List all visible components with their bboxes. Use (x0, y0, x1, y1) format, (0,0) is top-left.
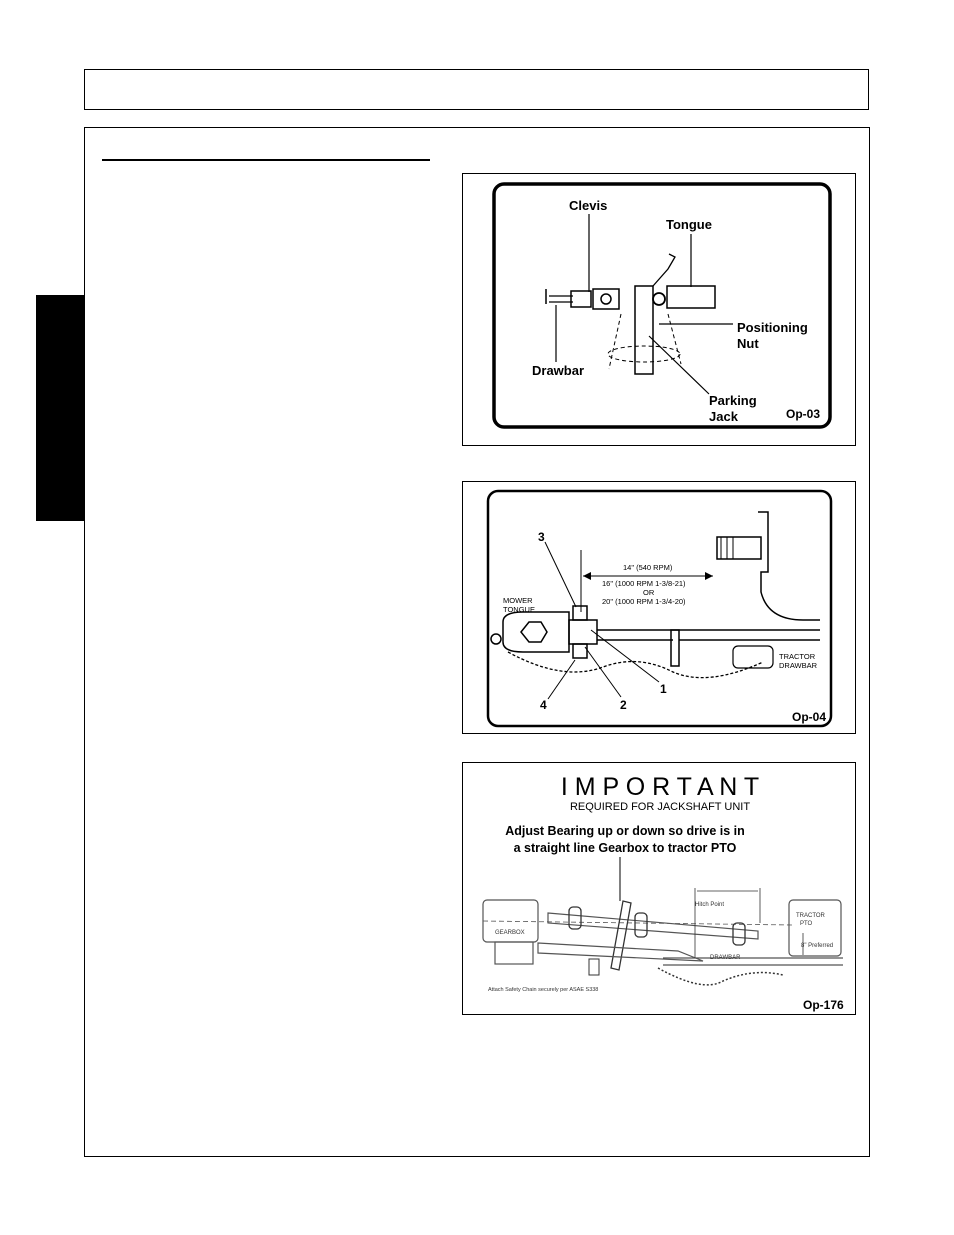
label-tractor-drawbar: DRAWBAR (779, 661, 818, 670)
clevis-part (570, 290, 592, 308)
bearing-bracket (610, 900, 632, 971)
figure-op-176-drawing: I M P O R T A N T REQUIRED FOR JACKSHAFT… (482, 773, 844, 1012)
mower-tongue-part (502, 611, 570, 653)
figure-op-03-drawing: Clevis Tongue Positioning Nut Drawbar Pa… (492, 182, 832, 429)
tongue-stand (588, 958, 600, 976)
label-tractor: TRACTOR (796, 913, 826, 919)
page-content-box (84, 127, 870, 1157)
page-header-box (84, 69, 869, 110)
label-jack: Jack (709, 409, 739, 424)
dim-arrow-left (583, 572, 591, 580)
figure-op-03: Clevis Tongue Positioning Nut Drawbar Pa… (462, 173, 856, 446)
label-drawbar: DRAWBAR (710, 955, 741, 961)
figure-op-04-frame (486, 489, 833, 728)
important-heading: I M P O R T A N T (561, 773, 759, 801)
drive-centerline (482, 920, 794, 926)
tongue-pin (490, 633, 502, 645)
callout-1-leader (590, 629, 660, 683)
label-parking: Parking (709, 393, 757, 408)
callout-3-leader (544, 541, 577, 608)
callout-2-leader (584, 646, 622, 698)
label-nut: Nut (737, 336, 759, 351)
tractor-pto (716, 536, 762, 560)
clevis-pin (600, 293, 612, 305)
label-tractor: TRACTOR (779, 652, 816, 661)
tractor-outline (758, 511, 820, 621)
hitch-bolt-top (572, 605, 588, 621)
gearbox-base (494, 941, 534, 965)
safety-chain (507, 651, 764, 679)
jack-swing-arc (607, 345, 681, 363)
section-heading-rule (102, 159, 430, 161)
callout-1: 1 (660, 682, 667, 696)
label-drawbar: Drawbar (532, 363, 584, 378)
u-joint-1 (568, 906, 582, 930)
mower-tongue (537, 942, 704, 962)
figure-op-04: 14" (540 RPM) 16" (1000 RPM 1-3/8-21) OR… (462, 481, 856, 734)
callout-3: 3 (538, 530, 545, 544)
figure-id: Op-176 (803, 998, 844, 1012)
drawbar-slot (732, 645, 774, 669)
figure-op-04-drawing: 14" (540 RPM) 16" (1000 RPM 1-3/8-21) OR… (486, 489, 833, 728)
callout-4: 4 (540, 698, 547, 712)
label-clevis: Clevis (569, 198, 607, 213)
instruction-line-1: Adjust Bearing up or down so drive is in (505, 824, 745, 838)
label-mower: MOWER (503, 596, 533, 605)
figure-op-176: I M P O R T A N T REQUIRED FOR JACKSHAFT… (462, 762, 856, 1015)
tongue-part (666, 285, 716, 309)
parking-jack-leader (648, 335, 710, 395)
label-tongue: Tongue (666, 217, 712, 232)
dim-arrow-right (705, 572, 713, 580)
u-joint-2 (634, 912, 648, 938)
figure-id: Op-04 (792, 710, 826, 724)
dim-20: 20" (1000 RPM 1-3/4-20) (602, 597, 686, 606)
dim-14: 14" (540 RPM) (623, 563, 673, 572)
figure-id: Op-03 (786, 407, 820, 421)
jack-handle (652, 253, 676, 287)
callout-2: 2 (620, 698, 627, 712)
hitch-bolt-bottom (572, 643, 588, 659)
jack-swing-left (608, 313, 622, 370)
dim-16: 16" (1000 RPM 1-3/8-21) (602, 579, 686, 588)
figure-op-03-frame (492, 182, 832, 429)
callout-4-leader (547, 659, 576, 700)
drawbar-plate (670, 629, 680, 667)
section-side-tab (36, 295, 84, 521)
parking-jack-part (634, 285, 654, 375)
label-preferred: 8" Preferred (801, 943, 833, 949)
label-safety-chain: Attach Safety Chain securely per ASAE S3… (488, 987, 598, 993)
label-positioning: Positioning (737, 320, 808, 335)
safety-chain (657, 967, 784, 986)
dim-or: OR (643, 588, 655, 597)
u-joint-3 (732, 922, 746, 946)
label-pto: PTO (800, 921, 813, 927)
tractor-part (788, 899, 842, 957)
driveshaft (547, 912, 759, 940)
tongue-hole (520, 621, 548, 643)
important-subtitle: REQUIRED FOR JACKSHAFT UNIT (570, 801, 750, 813)
label-hitch-point: Hitch Point (695, 902, 724, 908)
positioning-nut-part (652, 292, 666, 306)
instruction-line-2: a straight line Gearbox to tractor PTO (514, 841, 737, 855)
clevis-body (592, 288, 620, 310)
label-gearbox: GEARBOX (495, 930, 525, 936)
label-mower-tongue: TONGUE (503, 605, 535, 614)
